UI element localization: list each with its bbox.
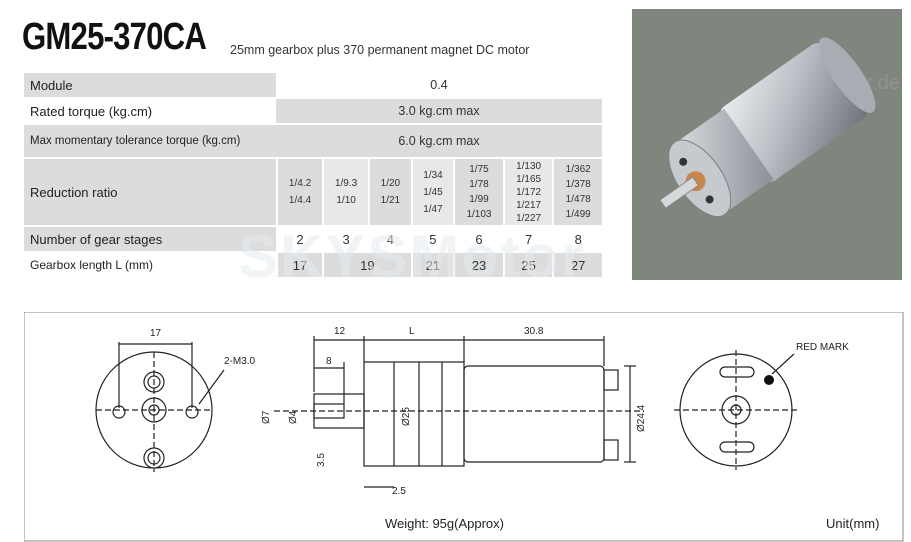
dim-8: 8 xyxy=(326,356,332,367)
dim-12: 12 xyxy=(334,326,346,337)
gear-stages-row: Number of gear stages 2 3 4 5 6 7 8 xyxy=(24,227,602,251)
stage-cell: 3 xyxy=(322,227,369,251)
red-mark-dot xyxy=(764,375,774,385)
rated-torque-row: Rated torque (kg.cm) 3.0 kg.cm max xyxy=(24,99,602,123)
module-row: Module 0.4 xyxy=(24,73,602,97)
dim-17: 17 xyxy=(150,328,162,339)
dim-phi4: Ø4 xyxy=(288,410,299,424)
rated-torque-label: Rated torque (kg.cm) xyxy=(24,99,276,123)
module-value: 0.4 xyxy=(276,73,602,97)
length-label: Gearbox length L (mm) xyxy=(24,253,276,277)
gearbox-length-row: Gearbox length L (mm) 17 19 21 23 25 27 xyxy=(24,253,602,277)
stage-cell: 8 xyxy=(552,227,602,251)
max-torque-row: Max momentary tolerance torque (kg.cm) 6… xyxy=(24,125,602,157)
dim-phi25: Ø25 xyxy=(401,407,412,426)
stage-cell: 6 xyxy=(453,227,503,251)
max-torque-label: Max momentary tolerance torque (kg.cm) xyxy=(24,125,276,157)
technical-drawing: 17 2-M3.0 12 L 30.8 8 Ø7 Ø4 Ø25 Ø24.4 3.… xyxy=(24,312,904,542)
stages-label: Number of gear stages xyxy=(24,227,276,251)
stage-cell: 4 xyxy=(368,227,411,251)
length-cell: 19 xyxy=(322,253,411,277)
module-label: Module xyxy=(24,73,276,97)
hole-label: 2-M3.0 xyxy=(224,356,256,367)
stage-cell: 2 xyxy=(276,227,323,251)
dim-phi24-4: Ø24.4 xyxy=(636,404,647,432)
reduction-label: Reduction ratio xyxy=(24,159,276,225)
model-title: GM25-370CA xyxy=(22,16,207,58)
stage-cell: 5 xyxy=(410,227,454,251)
rated-torque-value: 3.0 kg.cm max xyxy=(276,99,602,123)
dim-L: L xyxy=(409,326,415,337)
dim-phi7: Ø7 xyxy=(261,410,272,424)
weight-label: Weight: 95g(Approx) xyxy=(385,516,504,531)
length-cell: 25 xyxy=(502,253,553,277)
dim-2-5: 2.5 xyxy=(392,486,406,497)
stage-cell: 7 xyxy=(502,227,553,251)
length-cell: 17 xyxy=(276,253,323,277)
dim-3-5: 3.5 xyxy=(316,453,327,467)
length-cell: 27 xyxy=(552,253,602,277)
model-description: 25mm gearbox plus 370 permanent magnet D… xyxy=(230,43,530,57)
length-cell: 23 xyxy=(453,253,503,277)
dim-30-8: 30.8 xyxy=(524,326,544,337)
length-cell: 21 xyxy=(410,253,454,277)
red-mark-label: RED MARK xyxy=(796,342,849,353)
spec-table: Module 0.4 Rated torque (kg.cm) 3.0 kg.c… xyxy=(24,71,602,279)
motor-photo: skysmotor.de xyxy=(632,9,902,280)
max-torque-value: 6.0 kg.cm max xyxy=(276,125,602,157)
unit-label: Unit(mm) xyxy=(826,516,880,531)
